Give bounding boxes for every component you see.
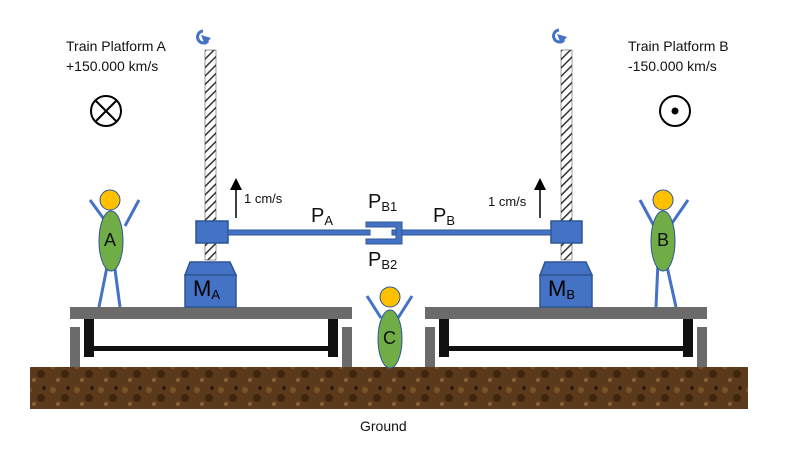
threaded-rod-a [204,49,217,261]
nut-block-a [195,220,229,244]
ground-label: Ground [360,418,407,434]
person-c [365,286,414,369]
mass-b-label: MB [548,276,575,302]
train-platform-b [425,307,707,367]
label-pa-sub: A [324,213,334,228]
nut-block-b [550,220,583,244]
label-pb-sub: B [446,213,456,228]
bar-pa [227,229,371,236]
label-pa: PA [311,205,333,228]
person-b-letter: B [657,230,670,250]
mass-a-main: M [193,276,212,301]
mass-a-sub: A [211,287,220,302]
mass-a-label: MA [193,276,220,302]
mass-b-sub: B [566,287,575,302]
label-pb1-sub: B1 [381,199,398,214]
ground [30,367,748,409]
into-page-icon [90,95,122,127]
label-pb2: PB2 [368,249,397,272]
label-pa-main: P [311,205,325,227]
person-a-letter: A [104,230,117,250]
mass-block-b [538,261,594,308]
mass-block-a [183,261,238,308]
platform-b-speed: -150.000 km/s [628,58,717,74]
label-pb-main: P [433,205,447,227]
label-pb: PB [433,205,455,228]
rotation-arrow-head-a [201,35,211,45]
rod-speed-right: 1 cm/s [488,194,527,209]
mass-b-main: M [548,276,567,301]
rotation-arrow-head-b [557,34,567,44]
person-c-letter: C [383,328,396,348]
label-pb1-main: P [368,191,382,213]
threaded-rod-b [560,49,573,261]
platform-a-title: Train Platform A [66,38,166,54]
label-pb2-main: P [368,249,382,271]
platform-a-speed: +150.000 km/s [66,58,159,74]
person-b [638,189,690,308]
label-pb2-sub: B2 [381,257,398,272]
bracket-pb1-pb2 [365,221,403,245]
out-of-page-icon [659,95,691,127]
rod-speed-left: 1 cm/s [244,191,283,206]
platform-b-title: Train Platform B [628,38,729,54]
label-pb1: PB1 [368,191,397,214]
bar-pb [391,229,552,236]
person-a [88,189,141,308]
train-platform-a [70,307,352,367]
